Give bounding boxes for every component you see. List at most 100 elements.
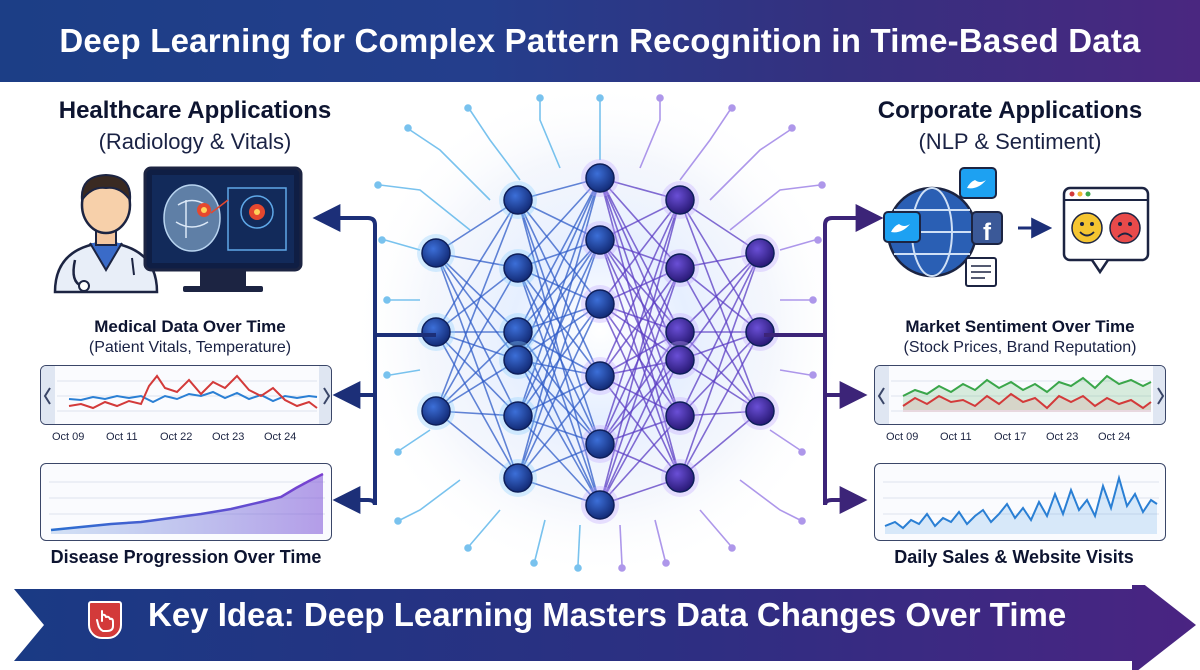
- network-connection: [679, 252, 761, 333]
- network-connection: [517, 375, 601, 417]
- network-connection: [599, 199, 681, 241]
- network-connection: [679, 252, 761, 417]
- social-media-globe-icon: f: [883, 167, 1053, 287]
- network-node: [421, 396, 451, 426]
- tick-label: Oct 09: [886, 431, 919, 443]
- sales-visits-chart: [874, 463, 1166, 541]
- sentiment-window-icon: [1062, 186, 1150, 275]
- key-idea-text: Key Idea: Deep Learning Masters Data Cha…: [148, 596, 1067, 633]
- network-node: [421, 238, 451, 268]
- tick-label: Oct 24: [1098, 431, 1131, 443]
- network-connection: [517, 199, 601, 241]
- network-connection: [599, 199, 681, 445]
- network-connection: [599, 199, 681, 506]
- network-node: [503, 463, 533, 493]
- disease-progression-caption: Disease Progression Over Time: [50, 547, 322, 567]
- network-connection: [679, 199, 761, 254]
- network-connection: [435, 199, 519, 333]
- network-connection: [517, 177, 601, 417]
- network-connection: [435, 252, 519, 479]
- network-connection: [517, 177, 601, 479]
- market-sentiment-plot: [875, 366, 1165, 424]
- network-connection: [435, 267, 519, 412]
- tick-label: Oct 22: [160, 431, 193, 443]
- corporate-heading: Corporate Applications: [877, 97, 1143, 124]
- network-connection: [599, 303, 681, 479]
- network-connection: [517, 199, 601, 506]
- disease-progression-plot: [49, 472, 325, 534]
- market-sentiment-chart: [874, 365, 1166, 425]
- network-connection: [435, 331, 519, 412]
- network-connection: [599, 359, 681, 506]
- network-connection: [517, 177, 601, 269]
- page-title: Deep Learning for Complex Pattern Recogn…: [59, 22, 1141, 59]
- network-connection: [517, 303, 601, 479]
- corporate-subheading: (NLP & Sentiment): [918, 129, 1102, 154]
- healthcare-heading: Healthcare Applications: [58, 97, 332, 124]
- network-node: [503, 401, 533, 431]
- network-connection: [517, 239, 601, 333]
- network-connection: [599, 267, 681, 506]
- network-node: [585, 429, 615, 459]
- radiology-monitor-icon: [143, 166, 303, 292]
- network-node: [421, 317, 451, 347]
- network-connection: [435, 410, 519, 479]
- network-connection: [599, 199, 681, 377]
- network-connection: [599, 375, 681, 417]
- doctor-icon: [53, 173, 159, 294]
- network-node: [503, 185, 533, 215]
- tick-label: Oct 11: [940, 431, 972, 443]
- network-connection: [599, 375, 681, 479]
- network-connection: [435, 331, 519, 479]
- network-connection: [599, 239, 681, 417]
- network-connection: [679, 199, 761, 333]
- tick-label: Oct 17: [994, 431, 1027, 443]
- network-node: [745, 317, 775, 347]
- network-node: [585, 163, 615, 193]
- network-connection: [517, 177, 601, 333]
- network-node: [665, 253, 695, 283]
- network-connection: [517, 359, 601, 506]
- network-connection: [517, 443, 601, 479]
- tick-label: Oct 24: [264, 431, 297, 443]
- network-connection: [679, 359, 761, 412]
- network-node: [665, 345, 695, 375]
- circuit-traces: [374, 94, 826, 572]
- network-connection: [679, 267, 761, 333]
- illustration: f: [53, 82, 1150, 580]
- network-node: [585, 289, 615, 319]
- network-connection: [517, 239, 601, 479]
- key-idea-banner: [14, 585, 1196, 670]
- network-connection: [599, 359, 681, 445]
- pointer-hand-icon: [88, 601, 122, 639]
- network-node: [585, 490, 615, 520]
- network-node: [503, 345, 533, 375]
- sales-visits-plot: [883, 474, 1159, 534]
- network-connection: [679, 331, 761, 417]
- network-glow: [350, 82, 850, 580]
- network-connection: [599, 415, 681, 506]
- network-connection: [517, 199, 601, 377]
- network-connection: [435, 331, 519, 417]
- medical-data-plot: [41, 366, 331, 424]
- medical-data-subtitle: (Patient Vitals, Temperature): [88, 339, 292, 356]
- network-node: [585, 225, 615, 255]
- sales-visits-caption: Daily Sales & Website Visits: [894, 547, 1134, 567]
- network-node: [503, 253, 533, 283]
- scroll-right-icon: [323, 387, 331, 405]
- network-node: [665, 401, 695, 431]
- network-connection: [517, 375, 601, 479]
- network-node: [665, 185, 695, 215]
- medical-data-ticks: Oct 09 Oct 11 Oct 22 Oct 23 Oct 24: [40, 431, 332, 445]
- network-connection: [517, 303, 601, 361]
- network-node: [745, 238, 775, 268]
- market-sentiment-subtitle: (Stock Prices, Brand Reputation): [903, 339, 1137, 356]
- tick-label: Oct 09: [52, 431, 85, 443]
- scroll-left-icon: [43, 387, 51, 405]
- medical-data-chart: [40, 365, 332, 425]
- network-connection: [517, 267, 601, 377]
- title-bar: Deep Learning for Complex Pattern Recogn…: [0, 0, 1200, 82]
- network-node: [745, 396, 775, 426]
- market-sentiment-ticks: Oct 09 Oct 11 Oct 17 Oct 23 Oct 24: [874, 431, 1166, 445]
- network-connection: [517, 267, 601, 445]
